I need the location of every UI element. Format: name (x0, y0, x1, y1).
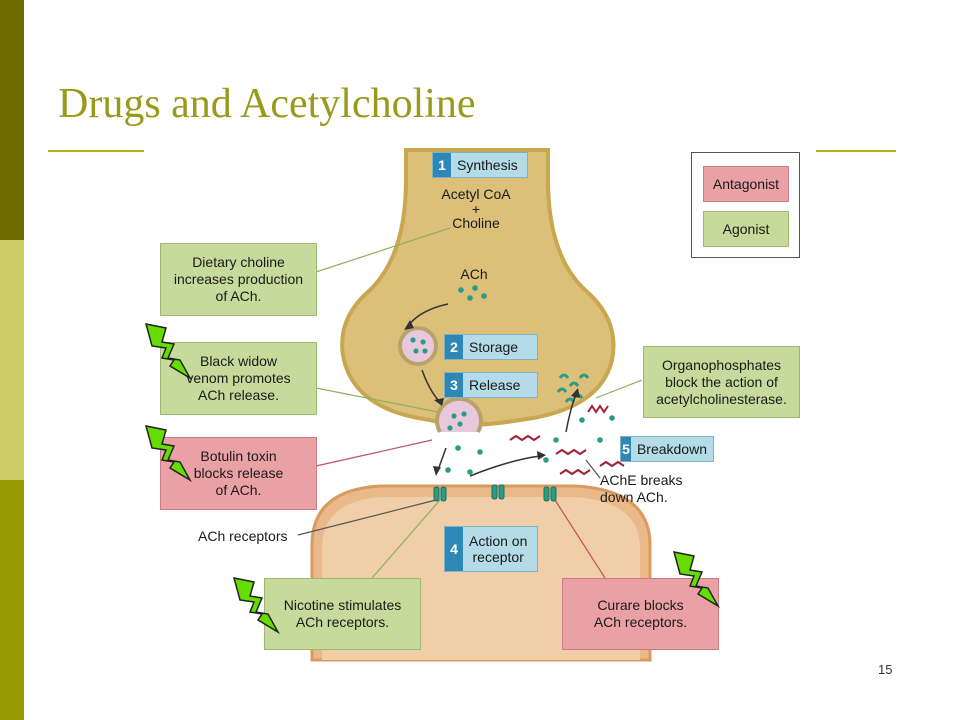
ach-breakdown-cluster (556, 373, 590, 403)
connector-dietary (315, 227, 451, 273)
sidebar-middle (0, 240, 24, 480)
legend-box: Antagonist Agonist (691, 152, 800, 258)
ache-enzymes (509, 404, 625, 476)
box-line: ACh release. (198, 387, 279, 403)
connector-ache (585, 459, 601, 479)
ache-line1: AChE breaks (600, 472, 683, 488)
ache-line2: down ACh. (600, 489, 668, 505)
box-line: Curare blocks (597, 597, 684, 613)
step-synthesis: 1 Synthesis (432, 152, 528, 178)
box-line: acetylcholinesterase. (656, 390, 787, 407)
title-rule-right (816, 150, 896, 152)
page-number: 15 (878, 662, 893, 677)
box-line: Dietary choline (192, 254, 285, 270)
box-line: Organophosphates (661, 356, 782, 373)
lightning-bolt-icon (672, 551, 721, 609)
ach-molecules (445, 285, 615, 475)
ache-label: AChE breaks down ACh. (600, 472, 710, 506)
dietary-choline-box: Dietary choline increases production of … (160, 243, 317, 316)
step-number: 2 (445, 335, 463, 359)
box-line: venom promotes (186, 370, 291, 386)
step-label-line1: Action on (469, 533, 528, 549)
connector-organophosphates (595, 379, 643, 399)
storage-vesicle (398, 326, 438, 366)
curare-box: Curare blocks ACh receptors. (562, 578, 719, 650)
arrow-release-to-receptor (437, 447, 447, 471)
organophosphates-box: Organophosphates block the action of ace… (643, 346, 800, 418)
step-label-line2: receptor (472, 549, 524, 565)
step-label: Storage (469, 339, 519, 355)
release-vesicle (435, 396, 483, 434)
sidebar-top (0, 0, 24, 240)
connector-black-widow (315, 387, 439, 413)
connector-ach-receptors (297, 499, 437, 536)
step-label: Release (469, 377, 521, 393)
nicotine-box: Nicotine stimulates ACh receptors. (264, 578, 421, 650)
legend-agonist: Agonist (703, 211, 789, 247)
step-number: 3 (445, 373, 463, 397)
sidebar-bottom (0, 480, 24, 720)
choline-label: Choline (452, 215, 500, 231)
connector-nicotine (371, 499, 441, 579)
ach-receptor-channels (433, 484, 557, 502)
ach-receptors-label: ACh receptors (198, 528, 288, 544)
step-label: Breakdown (636, 441, 707, 457)
box-line: Nicotine stimulates (283, 597, 402, 613)
lightning-bolt-icon (144, 323, 193, 381)
step-number: 4 (445, 527, 463, 571)
ach-label: ACh (460, 266, 488, 282)
step-breakdown: 5 Breakdown (620, 436, 714, 462)
title-rule-left (48, 150, 144, 152)
step-number: 1 (433, 153, 451, 177)
step-number: 5 (621, 437, 631, 461)
box-line: ACh receptors. (593, 614, 688, 630)
step-label: Synthesis (457, 157, 518, 173)
connector-botulin (315, 439, 433, 467)
box-line: Black widow (199, 353, 278, 369)
box-line: blocks release (193, 465, 284, 481)
box-line: increases production (173, 271, 304, 287)
lightning-bolt-icon (232, 577, 281, 635)
lightning-bolt-icon (144, 425, 193, 483)
acetyl-coa-label: Acetyl CoA (441, 186, 511, 202)
plus-sign: + (471, 201, 481, 217)
box-line: block the action of (665, 373, 778, 390)
connector-curare (554, 499, 606, 579)
synthesis-text: Acetyl CoA + Choline (424, 186, 528, 232)
slide-title: Drugs and Acetylcholine (58, 81, 476, 127)
box-line: of ACh. (215, 288, 262, 304)
box-line: of ACh. (215, 482, 262, 498)
legend-antagonist: Antagonist (703, 166, 789, 202)
box-line: ACh receptors. (295, 614, 390, 630)
black-widow-box: Black widow venom promotes ACh release. (160, 342, 317, 415)
step-storage: 2 Storage (444, 334, 538, 360)
box-line: Botulin toxin (200, 448, 277, 464)
arrow-reuptake (469, 455, 541, 477)
step-label: Action on receptor (463, 527, 533, 571)
step-release: 3 Release (444, 372, 538, 398)
step-action-on-receptor: 4 Action on receptor (444, 526, 538, 572)
